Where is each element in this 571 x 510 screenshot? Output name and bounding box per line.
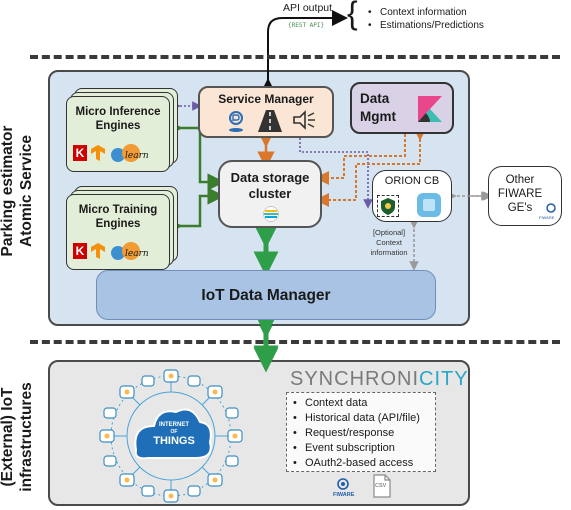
output-item: Estimations/Predictions: [368, 19, 484, 32]
data-mgmt-title: Data Mgmt: [360, 91, 396, 124]
iot-network-graphic: [99, 369, 243, 503]
output-list: Context information Estimations/Predicti…: [368, 6, 484, 32]
learn-label: learn: [125, 249, 149, 259]
feature-item: Context data: [293, 396, 435, 411]
parking-icons: [229, 110, 315, 132]
api-output-label: API output: [283, 2, 333, 14]
tensorflow-icon: [91, 243, 105, 259]
orion-title: ORION CB: [384, 175, 440, 187]
sklearn-icon: [111, 144, 140, 162]
middle-separator: [30, 340, 560, 344]
features-list: Context data Historical data (API/file) …: [286, 392, 436, 472]
micro-inference-title: Micro Inference Engines: [75, 106, 161, 132]
fiware-logo-icon: [546, 203, 556, 213]
other-title: Other FIWARE GE's: [497, 174, 543, 214]
feature-item: Event subscription: [293, 441, 435, 456]
orion-context-broker: ORION CB: [372, 170, 452, 222]
csv-file-icon: [373, 474, 391, 498]
top-separator: [30, 55, 560, 59]
other-fiware-ges: Other FIWARE GE's FIWARE: [488, 166, 562, 226]
synchronicity-logo: SYNCHRONICITY: [290, 368, 469, 390]
shield-icon: [381, 198, 395, 215]
service-manager-title: Service Manager: [218, 92, 314, 106]
csv-label: CSV: [375, 483, 387, 489]
ml-icons: K learn: [73, 242, 163, 265]
micro-training-engines: Micro Training Engines K learn: [66, 194, 170, 270]
keras-icon: K: [73, 145, 87, 161]
feature-item: Historical data (API/file): [293, 411, 435, 426]
output-item: Context information: [368, 6, 484, 19]
kibana-icon: [418, 96, 442, 122]
service-manager: Service Manager: [198, 86, 334, 138]
iot-data-manager-title: IoT Data Manager: [201, 287, 331, 304]
learn-label: learn: [125, 151, 149, 161]
micro-inference-engines: Micro Inference Engines K learn: [66, 96, 170, 172]
atomic-service-label: Parking estimator Atomic Service: [0, 125, 35, 257]
fiware-small-label: FIWARE: [539, 215, 555, 220]
micro-training-title: Micro Training Engines: [78, 204, 158, 230]
api-output-connector: [260, 10, 348, 96]
elasticsearch-icon: [263, 206, 279, 222]
data-mgmt: Data Mgmt: [350, 82, 454, 134]
fiware-logo-icon: [337, 478, 349, 490]
data-storage-cluster: Data storage cluster: [218, 160, 322, 228]
rest-api-label: {REST API}: [288, 22, 325, 29]
orion-shield: [377, 195, 399, 217]
feature-item: OAuth2-based access: [293, 456, 435, 471]
iot-cloud-label: INTERNET OF THINGS: [153, 422, 195, 447]
feature-item: Request/response: [293, 426, 435, 441]
ml-icons: K learn: [73, 144, 163, 167]
output-brace: {: [347, 0, 358, 31]
sklearn-icon: [111, 242, 140, 260]
storage-title: Data storage cluster: [230, 170, 310, 201]
iot-data-manager: IoT Data Manager: [96, 270, 436, 320]
tensorflow-icon: [91, 145, 105, 161]
orion-cube-icon: [417, 193, 441, 217]
external-iot-panel: INTERNET OF THINGS SYNCHRONICITY Context…: [48, 360, 470, 506]
optional-context-note: [Optional] Context information: [370, 228, 408, 257]
external-iot-label: (External) IoT infrastructures: [0, 382, 35, 492]
fiware-label: FIWARE: [333, 492, 355, 498]
keras-icon: K: [73, 243, 87, 259]
